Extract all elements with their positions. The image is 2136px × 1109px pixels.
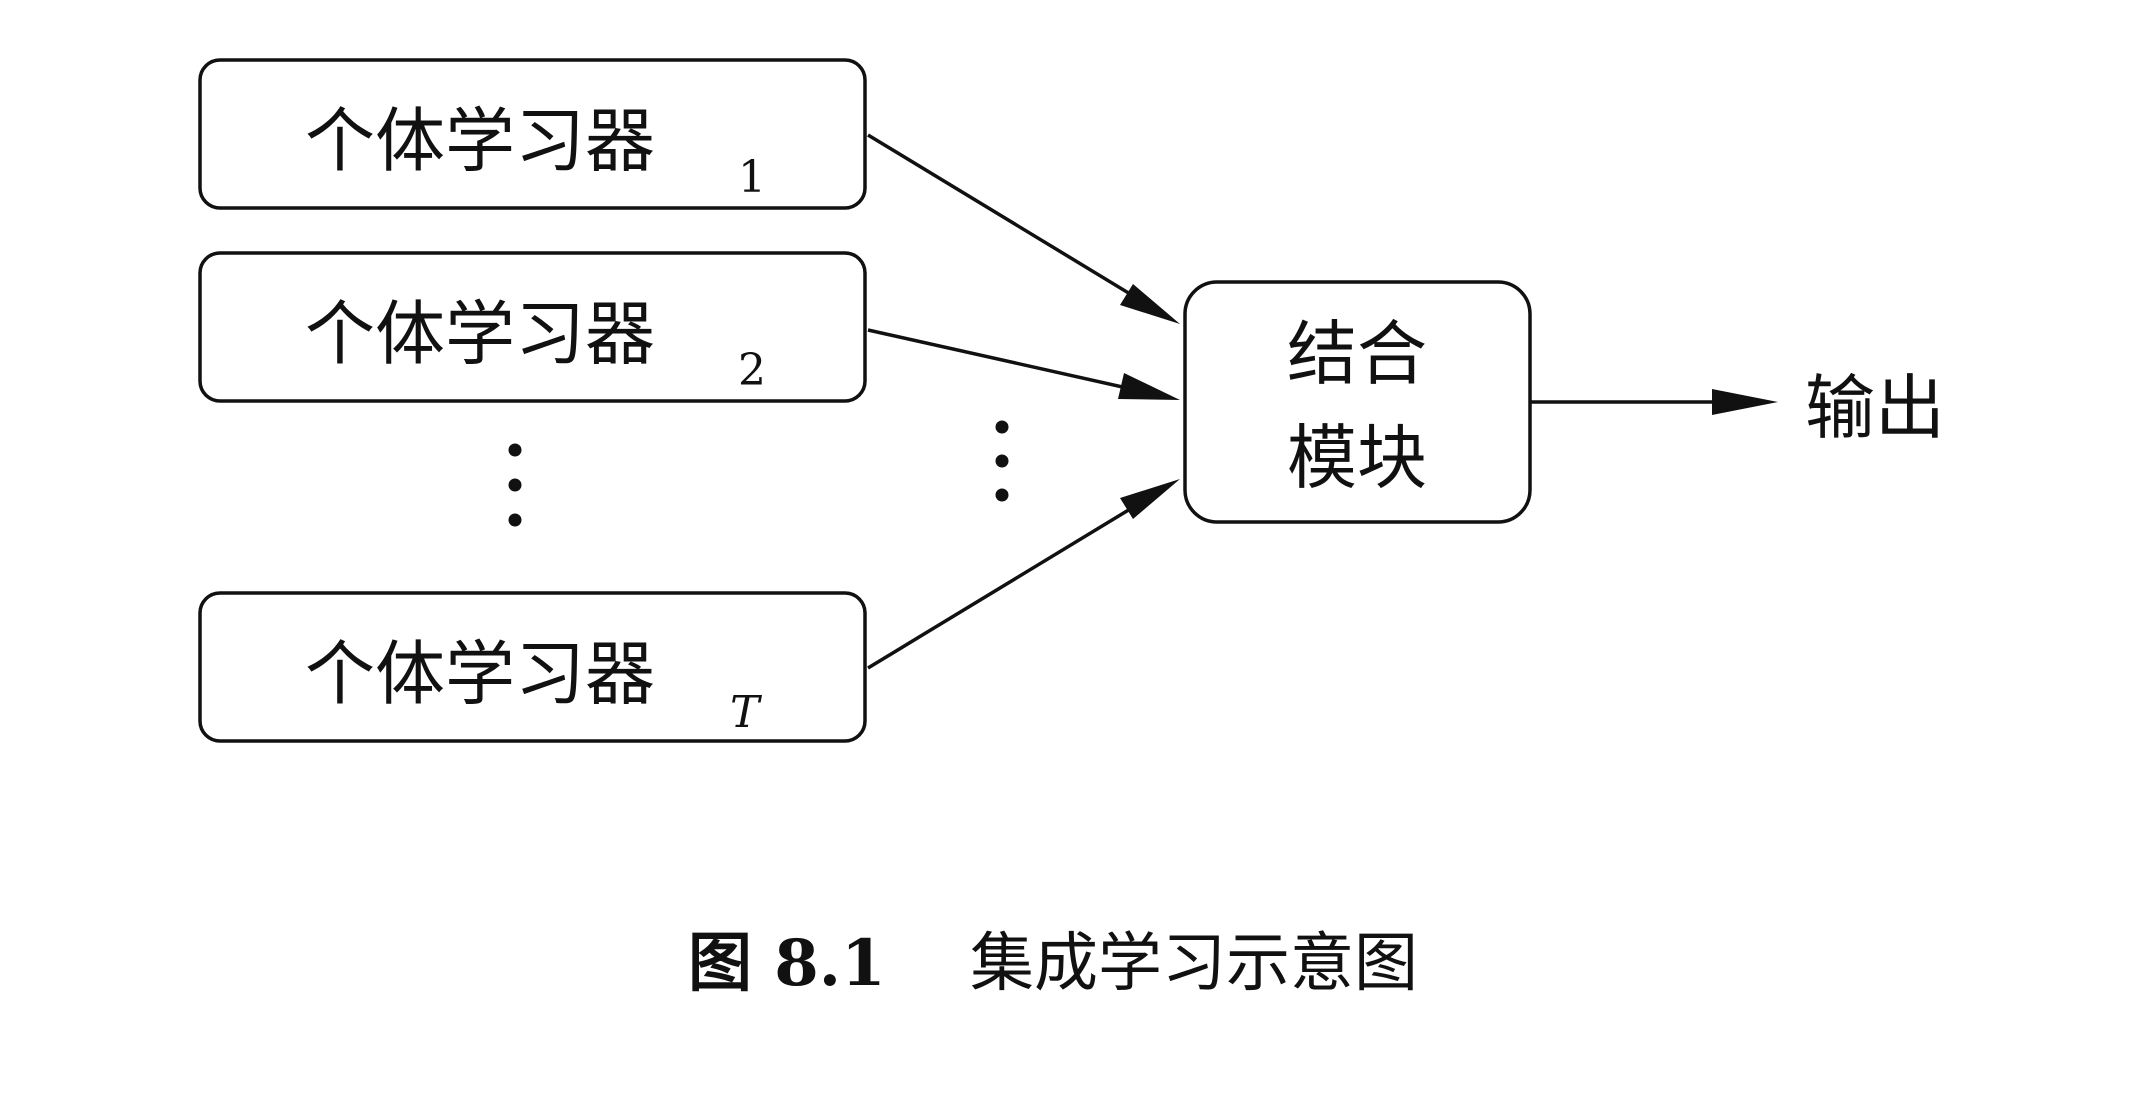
caption-label: 图 8.1 [688,926,886,1001]
learner-t-subscript: T [730,687,763,738]
learner-1-label: 个体学习器 [305,100,655,182]
learner-box-2: 个体学习器 2 [198,251,867,403]
figure-caption: 图 8.1 集成学习示意图 [688,926,1418,1001]
learner-2-label: 个体学习器 [305,293,655,375]
arrow-ellipsis [995,420,1009,502]
learner-2-subscript: 2 [738,345,766,396]
learner-ellipsis [508,443,522,527]
combiner-line-1: 结合 [1287,313,1427,395]
edge-learner-1 [867,133,1180,324]
edge-learner-2 [867,328,1180,400]
learner-t-label: 个体学习器 [305,633,655,715]
caption-text: 集成学习示意图 [970,927,1418,1001]
combiner-box: 结合 模块 [1183,280,1532,524]
learner-box-1: 个体学习器 1 [198,58,867,210]
combiner-line-2: 模块 [1287,417,1427,499]
learner-1-subscript: 1 [738,152,766,203]
edge-output [1530,389,1778,415]
learner-box-t: 个体学习器 T [198,591,867,743]
output-label: 输出 [1805,367,1945,449]
edge-learner-t [867,479,1180,670]
